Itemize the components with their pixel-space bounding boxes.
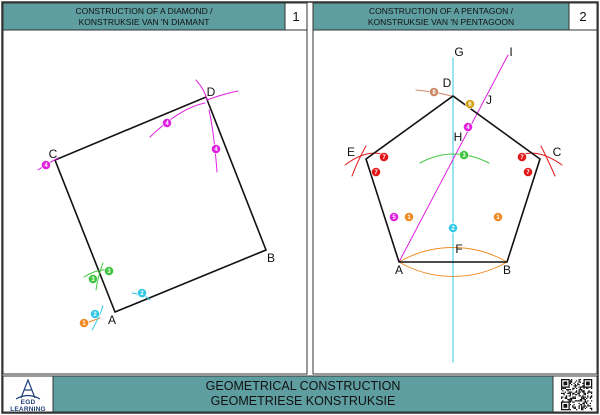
egd-logo-icon: [15, 378, 41, 400]
sheet-title-line2: GEOMETRIESE KONSTRUKSIE: [210, 394, 396, 408]
svg-text:7: 7: [526, 170, 530, 176]
step-marker-panel1-3: 3: [104, 266, 114, 276]
arc-step4-a: [149, 102, 206, 138]
panel2-title-line2: KONSTRUKSIE VAN 'N PENTAGOON: [367, 16, 515, 27]
svg-text:8: 8: [432, 90, 436, 96]
svg-text:6: 6: [468, 102, 472, 108]
step-marker-panel2-7: 7: [379, 152, 389, 162]
sheet-title: GEOMETRICAL CONSTRUCTION GEOMETRIESE KON…: [53, 376, 553, 412]
svg-text:4: 4: [466, 125, 470, 131]
svg-text:4: 4: [44, 163, 48, 169]
svg-text:7: 7: [520, 155, 524, 161]
point-label-panel2-B: B: [503, 263, 511, 277]
step-marker-panel2-8: 8: [429, 87, 439, 97]
panel1-title-line2: KONSTRUKSIE VAN 'N DIAMANT: [78, 16, 210, 27]
step-marker-panel2-7: 7: [523, 167, 533, 177]
arc-step4-b: [195, 79, 208, 101]
svg-text:2: 2: [451, 226, 455, 232]
point-label-panel2-G: G: [454, 45, 463, 59]
step-marker-panel1-4: 4: [41, 160, 51, 170]
step-marker-panel1-4: 4: [162, 118, 172, 128]
panel1-number: 1: [292, 9, 300, 24]
step-marker-panel2-1: 1: [493, 212, 503, 222]
step-marker-panel1-2: 2: [137, 288, 147, 298]
step-marker-panel2-6: 6: [465, 99, 475, 109]
step-marker-panel2-2: 2: [448, 223, 458, 233]
svg-text:4: 4: [214, 147, 218, 153]
step-marker-panel2-5: 5: [389, 212, 399, 222]
svg-text:1: 1: [496, 215, 500, 221]
point-label-panel1-B: B: [267, 251, 275, 265]
step-marker-panel1-2: 2: [90, 309, 100, 319]
arc-step3-b: [95, 262, 104, 291]
arc-step7-c2: [540, 145, 556, 177]
panel1-frame: [2, 29, 308, 375]
svg-text:1: 1: [82, 321, 86, 327]
step-marker-panel2-1: 1: [404, 212, 414, 222]
footer-title-bar: [52, 375, 554, 413]
panel2-number-box: [568, 2, 598, 31]
step-marker-panel2-3: 3: [459, 150, 469, 160]
svg-text:2: 2: [140, 291, 144, 297]
arc-step7-c1: [523, 152, 563, 166]
panel1-title: CONSTRUCTION OF A DIAMOND / KONSTRUKSIE …: [3, 3, 285, 30]
panel2-number: 2: [579, 9, 587, 24]
panel2-title: CONSTRUCTION OF A PENTAGON / KONSTRUKSIE…: [313, 3, 569, 30]
pentagon-construction: [344, 54, 563, 363]
step-marker-panel2-4: 4: [463, 122, 473, 132]
point-label-panel1-D: D: [207, 85, 216, 99]
logo-text: EGD LEARNING: [10, 399, 46, 413]
arc-step2-a: [91, 305, 104, 331]
step-marker-panel2-7: 7: [517, 152, 527, 162]
panel1-header-bar: [2, 2, 286, 31]
point-label-panel1-C: C: [49, 147, 58, 161]
pentagon-outline: [365, 95, 541, 263]
qr-code-icon: [560, 378, 594, 412]
point-label-panel2-H: H: [454, 130, 463, 144]
step-marker-panel1-4: 4: [211, 144, 221, 154]
svg-text:7: 7: [382, 155, 386, 161]
point-label-panel2-C: C: [553, 145, 562, 159]
svg-text:3: 3: [91, 277, 95, 283]
panel2-header-bar: [312, 2, 570, 31]
point-label-panel2-A: A: [395, 263, 403, 277]
svg-text:3: 3: [462, 153, 466, 159]
point-label-panel2-I: I: [509, 45, 512, 59]
svg-text:3: 3: [107, 269, 111, 275]
arc-step7-e1: [344, 152, 383, 166]
svg-text:4: 4: [165, 121, 169, 127]
sheet-title-line1: GEOMETRICAL CONSTRUCTION: [205, 379, 401, 393]
svg-text:7: 7: [374, 170, 378, 176]
step-markers: 1 2 2 3 3 4 4 4 1 1 2 3 4 5 6 7 7 7 7 8: [41, 87, 533, 328]
panel2-title-line1: CONSTRUCTION OF A PENTAGON /: [369, 5, 513, 16]
svg-text:5: 5: [392, 215, 396, 221]
arc-step3: [419, 153, 490, 164]
step-marker-panel1-3: 3: [88, 274, 98, 284]
point-label-panel2-E: E: [347, 145, 355, 159]
point-label-panel2-J: J: [486, 93, 492, 107]
point-label-panel1-A: A: [108, 313, 116, 327]
arc-step7-e2: [351, 145, 367, 177]
panel2-frame: [312, 29, 598, 375]
arc-step4-c: [206, 90, 239, 101]
arc-step4-d: [208, 109, 218, 173]
point-label-panel2-F: F: [455, 242, 462, 256]
step-marker-panel1-1: 1: [79, 318, 89, 328]
svg-text:2: 2: [93, 312, 97, 318]
point-labels: A B C D A B C D E F G H I J: [49, 45, 562, 327]
diagonal-line-ai: [398, 54, 509, 263]
svg-text:1: 1: [407, 215, 411, 221]
step-marker-panel2-7: 7: [371, 167, 381, 177]
logo-box: [2, 375, 54, 413]
point-label-panel2-D: D: [443, 76, 452, 90]
panel1-title-line1: CONSTRUCTION OF A DIAMOND /: [75, 5, 213, 16]
